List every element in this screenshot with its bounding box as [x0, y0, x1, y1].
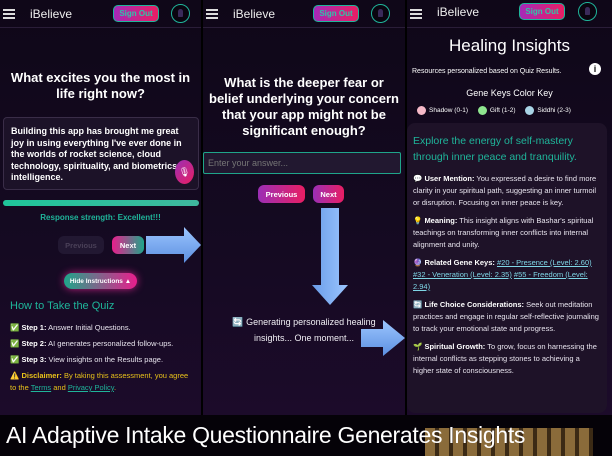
app-header: iBelieve Sign Out [203, 0, 405, 28]
color-key-title: Gene Keys Color Key [466, 88, 553, 98]
quiz-screen-2: iBelieve Sign Out What is the deeper fea… [203, 0, 405, 415]
warning-icon: ⚠️ [10, 371, 20, 380]
app-brand: iBelieve [30, 7, 73, 21]
question-title: What excites you the most in life right … [10, 70, 191, 101]
avatar[interactable] [171, 4, 190, 23]
answer-text: Building this app has brought me great j… [11, 126, 182, 182]
quiz-screen-1: iBelieve Sign Out What excites you the m… [0, 0, 201, 415]
hamburger-menu-icon[interactable] [410, 9, 422, 19]
avatar[interactable] [578, 2, 597, 21]
color-key-legend: Shadow (0-1) Gift (1-2) Siddhi (2-3) [417, 106, 607, 115]
shadow-dot [417, 106, 426, 115]
legend-item: Siddhi (2-3) [525, 106, 571, 115]
next-button[interactable]: Next [313, 185, 344, 203]
insight-card: Explore the energy of self-mastery throu… [407, 123, 607, 413]
disclaimer: ⚠️ Disclaimer: By taking this assessment… [10, 371, 189, 392]
previous-button[interactable]: Previous [58, 236, 104, 254]
hamburger-menu-icon[interactable] [3, 9, 15, 19]
gene-key-link[interactable]: #55 - Freedom (Level: 2.94) [413, 270, 588, 291]
legend-item: Shadow (0-1) [417, 106, 468, 115]
progress-fill [3, 200, 199, 206]
spiritual-growth: 🌱 Spiritual Growth: To grow, focus on ha… [413, 342, 597, 375]
info-icon[interactable]: i [589, 63, 601, 75]
app-header: iBelieve Sign Out [0, 0, 201, 28]
down-arrow-icon [312, 208, 348, 305]
loading-message: 🔄 Generating personalized healing insigh… [232, 317, 376, 343]
sign-out-button[interactable]: Sign Out [313, 5, 359, 22]
answer-input[interactable] [203, 152, 401, 174]
gene-key-link[interactable]: #20 - Presence (Level: 2.60) [496, 258, 592, 267]
refresh-icon: 🔄 [232, 317, 244, 327]
check-icon: ✅ [10, 339, 20, 348]
step-item: ✅ Step 2: AI generates personalized foll… [10, 339, 174, 348]
check-icon: ✅ [10, 355, 20, 364]
gift-dot [477, 106, 487, 115]
step-item: ✅ Step 1: Answer Initial Questions. [10, 323, 131, 332]
siddhi-dot [525, 106, 535, 115]
life-choice: 🔄 Life Choice Considerations: Seek out m… [413, 300, 599, 333]
related-gene-keys: 🔮 Related Gene Keys: #20 - Presence (Lev… [413, 258, 592, 291]
results-screen: iBelieve Sign Out Healing Insights Resou… [407, 0, 612, 415]
avatar[interactable] [371, 4, 390, 23]
next-button[interactable]: Next [112, 236, 144, 254]
check-icon: ✅ [10, 323, 20, 332]
app-brand: iBelieve [437, 5, 480, 19]
terms-link[interactable]: Terms [30, 383, 52, 392]
right-arrow-icon [146, 227, 201, 263]
microphone-icon[interactable]: 🎙 [175, 160, 194, 184]
step-item: ✅ Step 3: View insights on the Results p… [10, 355, 164, 364]
page-title: Healing Insights [449, 36, 570, 55]
sign-out-button[interactable]: Sign Out [113, 5, 159, 22]
user-mention: 💬 User Mention: You expressed a desire t… [413, 174, 597, 207]
caption-banner: AI Adaptive Intake Questionnaire Generat… [0, 415, 612, 456]
legend-item: Gift (1-2) [477, 106, 516, 115]
response-strength: Response strength: Excellent!!! [40, 213, 161, 222]
hamburger-menu-icon[interactable] [206, 9, 218, 19]
decorative-image [425, 428, 593, 456]
subtitle: Resources personalized based on Quiz Res… [412, 68, 562, 75]
right-arrow-icon [361, 320, 405, 356]
insight-headline: Explore the energy of self-mastery throu… [413, 135, 577, 163]
caption-text: AI Adaptive Intake Questionnaire Generat… [6, 422, 526, 448]
app-header: iBelieve Sign Out [407, 0, 612, 28]
hide-instructions-button[interactable]: Hide Instructions ▲ [64, 273, 137, 289]
steps-list: ✅ Step 1: Answer Initial Questions. ✅ St… [10, 322, 198, 366]
question-title: What is the deeper fear or belief underl… [209, 75, 399, 138]
previous-button[interactable]: Previous [258, 185, 305, 203]
app-brand: iBelieve [233, 7, 276, 21]
privacy-policy-link[interactable]: Privacy Policy [67, 383, 114, 392]
gene-key-link[interactable]: #32 - Veneration (Level: 2.35) [413, 270, 512, 279]
sign-out-button[interactable]: Sign Out [519, 3, 565, 20]
meaning: 💡 Meaning: This insight aligns with Bash… [413, 216, 594, 249]
answer-textarea[interactable]: Building this app has brought me great j… [3, 117, 199, 190]
response-progress-bar [3, 200, 199, 206]
how-to-title: How to Take the Quiz [10, 300, 115, 312]
